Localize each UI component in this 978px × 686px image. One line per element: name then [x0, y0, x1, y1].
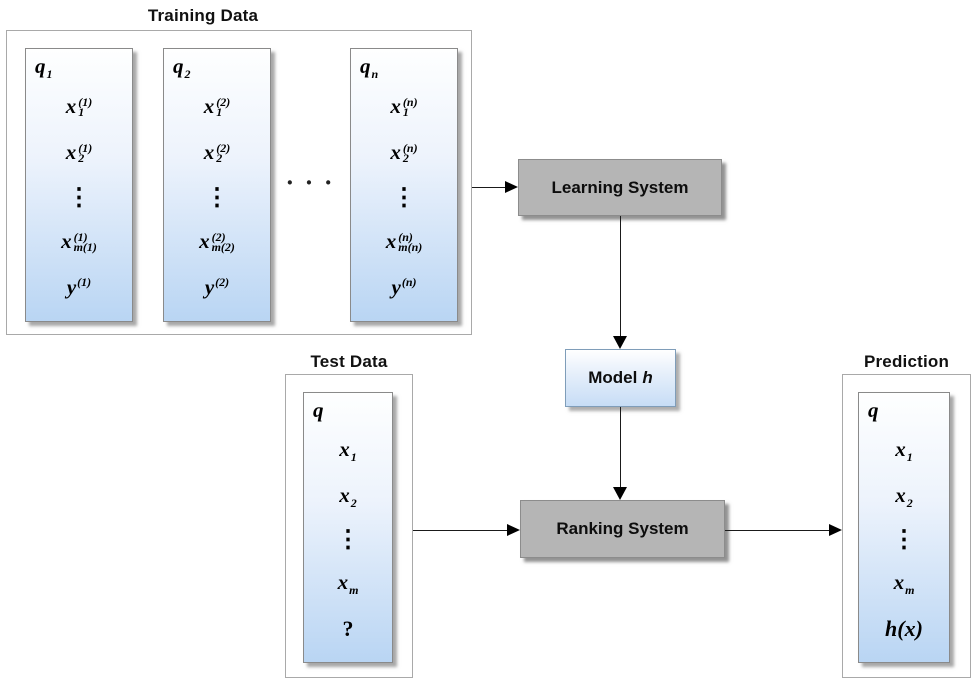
arrowhead-down-icon — [613, 487, 627, 500]
feature-vector-x2: x2 — [895, 482, 913, 510]
training-column-1-body: x(1)1 x(1)2 ⋮ x(1)m(1) y(1) — [26, 79, 132, 321]
arrow-line — [620, 216, 621, 337]
feature-vector-xm: x(2)m(2) — [199, 229, 235, 255]
learning-system-box: Learning System — [518, 159, 722, 216]
arrowhead-right-icon — [507, 524, 520, 536]
feature-vector-xm: x(1)m(1) — [61, 229, 97, 255]
training-column-1: q1 x(1)1 x(1)2 ⋮ x(1)m(1) y(1) — [25, 48, 133, 322]
arrow-line — [413, 530, 508, 531]
test-column-body: x1 x2 ⋮ xm ? — [304, 423, 392, 662]
arrowhead-right-icon — [829, 524, 842, 536]
ranking-system-label: Ranking System — [556, 519, 689, 538]
arrow-line — [472, 187, 506, 188]
ranking-system-box: Ranking System — [520, 500, 725, 558]
feature-vector-x1: x1 — [895, 437, 913, 465]
vertical-ellipsis: ⋮ — [336, 524, 360, 554]
feature-vector-xm: xm — [337, 570, 359, 598]
columns-ellipsis: · · · — [285, 168, 335, 197]
learning-system-label: Learning System — [551, 177, 689, 197]
training-column-2-body: x(2)1 x(2)2 ⋮ x(2)m(2) y(2) — [164, 79, 270, 321]
query-label-q2: q2 — [173, 54, 191, 81]
query-label-qn: qn — [360, 54, 379, 81]
arrowhead-down-icon — [613, 336, 627, 349]
feature-vector-xm: x(n)m(n) — [385, 229, 423, 255]
relevance-label-y: y(n) — [391, 275, 417, 300]
feature-vector-x1: x(2)1 — [203, 93, 231, 119]
vertical-ellipsis: ⋮ — [67, 182, 91, 212]
arrow-line — [725, 530, 830, 531]
prediction-title: Prediction — [863, 352, 950, 371]
training-column-2: q2 x(2)1 x(2)2 ⋮ x(2)m(2) y(2) — [163, 48, 271, 322]
feature-vector-x2: x(1)2 — [65, 139, 93, 166]
training-data-title: Training Data — [147, 6, 259, 25]
relevance-label-y: y(2) — [204, 275, 230, 300]
unknown-relevance-mark: ? — [342, 615, 354, 641]
model-box: Model h — [565, 349, 676, 407]
feature-vector-x1: x(n)1 — [390, 93, 418, 119]
vertical-ellipsis: ⋮ — [892, 524, 916, 554]
query-label-q1: q1 — [35, 54, 53, 81]
predicted-score-hx: h(x) — [885, 615, 923, 641]
arrowhead-right-icon — [505, 181, 518, 193]
arrow-line — [620, 407, 621, 488]
test-data-title: Test Data — [310, 352, 388, 371]
feature-vector-x2: x(n)2 — [390, 139, 418, 166]
query-label-q: q — [868, 398, 879, 422]
model-variable: h — [642, 368, 653, 387]
prediction-column: q x1 x2 ⋮ xm h(x) — [858, 392, 950, 663]
vertical-ellipsis: ⋮ — [392, 182, 416, 212]
prediction-column-body: x1 x2 ⋮ xm h(x) — [859, 423, 949, 662]
vertical-ellipsis: ⋮ — [205, 182, 229, 212]
feature-vector-x1: x(1)1 — [65, 93, 93, 119]
relevance-label-y: y(1) — [66, 275, 92, 300]
model-label: Model — [588, 368, 638, 387]
feature-vector-x1: x1 — [339, 437, 357, 465]
feature-vector-x2: x(2)2 — [203, 139, 231, 166]
feature-vector-x2: x2 — [339, 482, 357, 510]
test-column: q x1 x2 ⋮ xm ? — [303, 392, 393, 663]
training-column-n-body: x(n)1 x(n)2 ⋮ x(n)m(n) y(n) — [351, 79, 457, 321]
training-column-n: qn x(n)1 x(n)2 ⋮ x(n)m(n) y(n) — [350, 48, 458, 322]
feature-vector-xm: xm — [893, 570, 915, 598]
query-label-q: q — [313, 398, 324, 422]
